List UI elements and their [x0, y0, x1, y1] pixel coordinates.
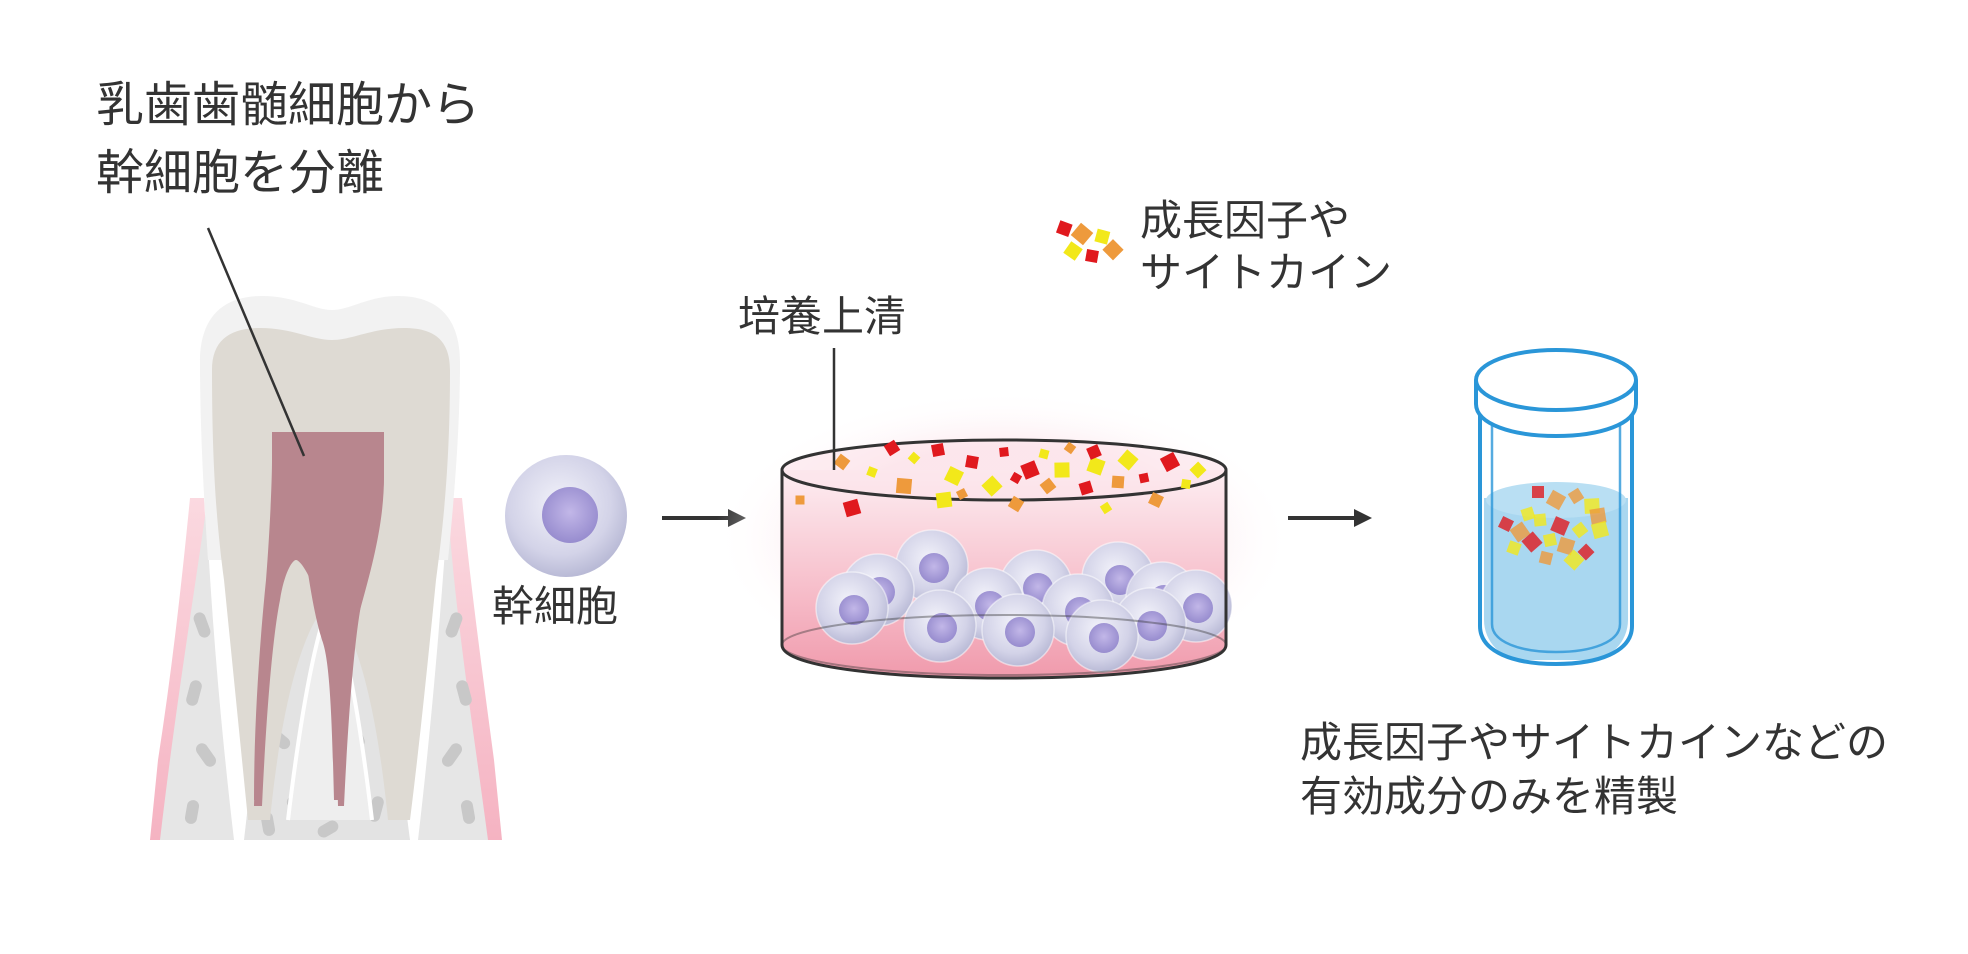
factor-particle	[1556, 536, 1576, 556]
factor-particle	[1538, 550, 1554, 566]
factor-particle	[1086, 456, 1106, 476]
factor-particle	[1009, 471, 1023, 485]
factor-particle	[1039, 477, 1057, 495]
factor-particle	[1532, 486, 1544, 498]
factor-particle	[1545, 489, 1567, 511]
factor-particle	[1086, 444, 1102, 460]
factor-particle	[842, 498, 862, 518]
cell-cluster	[815, 529, 1233, 673]
factor-particle	[883, 439, 901, 457]
factor-particle	[1007, 495, 1025, 513]
cell	[1065, 599, 1139, 673]
stem-cell-label: 幹細胞	[492, 582, 619, 631]
factor-particle	[1159, 451, 1181, 473]
pulp	[254, 432, 384, 806]
factor-particle	[1099, 501, 1113, 515]
leader-line	[206, 227, 306, 457]
factor-particle	[935, 491, 953, 509]
factor-particle	[907, 451, 921, 465]
arrow-right-icon	[1288, 509, 1372, 527]
factor-particle	[1063, 441, 1077, 455]
factor-particle	[943, 465, 965, 487]
factor-particle	[1138, 472, 1150, 484]
culture-dish-icon	[714, 348, 1294, 690]
factor-particle	[1189, 461, 1207, 479]
supernatant-label: 培養上清	[738, 292, 907, 341]
alveolar-bone	[418, 510, 488, 840]
factor-particle	[955, 487, 969, 501]
factor-particle	[1590, 520, 1610, 540]
factor-particle	[1038, 448, 1050, 460]
factor-particle	[965, 455, 979, 469]
factor-particle	[1509, 521, 1531, 543]
factor-particle	[1567, 487, 1585, 505]
result-caption-line2: 有効成分のみを精製	[1300, 772, 1679, 821]
factor-particle	[930, 442, 946, 458]
factor-particle	[1020, 460, 1040, 480]
stem-cell-icon	[505, 455, 627, 577]
factor-particles-icon	[1055, 220, 1124, 263]
factor-particle	[1563, 549, 1585, 571]
factors-label-line2: サイトカイン	[1140, 248, 1393, 297]
alveolar-bone	[160, 510, 234, 840]
factor-particle	[895, 477, 913, 495]
factor-particle	[1180, 478, 1192, 490]
factor-particle	[1117, 449, 1139, 471]
factor-particle	[1497, 515, 1515, 533]
factor-particles-icon	[795, 439, 1207, 518]
factor-particle	[866, 466, 878, 478]
factor-particle	[833, 453, 851, 471]
factor-particle	[1571, 521, 1589, 539]
factors-label-line1: 成長因子や	[1140, 196, 1351, 245]
tooth-icon	[150, 227, 502, 840]
factor-particle	[1589, 507, 1607, 525]
factor-particle	[1520, 506, 1536, 522]
factor-particle	[795, 495, 805, 505]
factor-particle	[1078, 480, 1094, 496]
tooth-caption-line2: 幹細胞を分離	[96, 145, 385, 201]
tooth-caption-line1: 乳歯歯髄細胞から	[96, 77, 481, 133]
factor-particle	[1550, 516, 1570, 536]
factor-particle	[1533, 513, 1547, 527]
factor-particle	[1521, 531, 1543, 553]
factor-particle	[1506, 540, 1522, 556]
factor-particle	[1148, 492, 1164, 508]
factor-particle	[1111, 475, 1125, 489]
factor-particle	[981, 475, 1003, 497]
cell	[903, 589, 977, 663]
factor-particle	[999, 447, 1009, 457]
factor-particle	[1542, 532, 1558, 548]
result-caption-line1: 成長因子やサイトカインなどの	[1300, 718, 1889, 767]
cell	[815, 571, 889, 645]
factor-particle	[1054, 462, 1070, 478]
vial-icon	[1474, 348, 1638, 667]
cell	[981, 593, 1055, 667]
factor-particle	[1577, 543, 1595, 561]
